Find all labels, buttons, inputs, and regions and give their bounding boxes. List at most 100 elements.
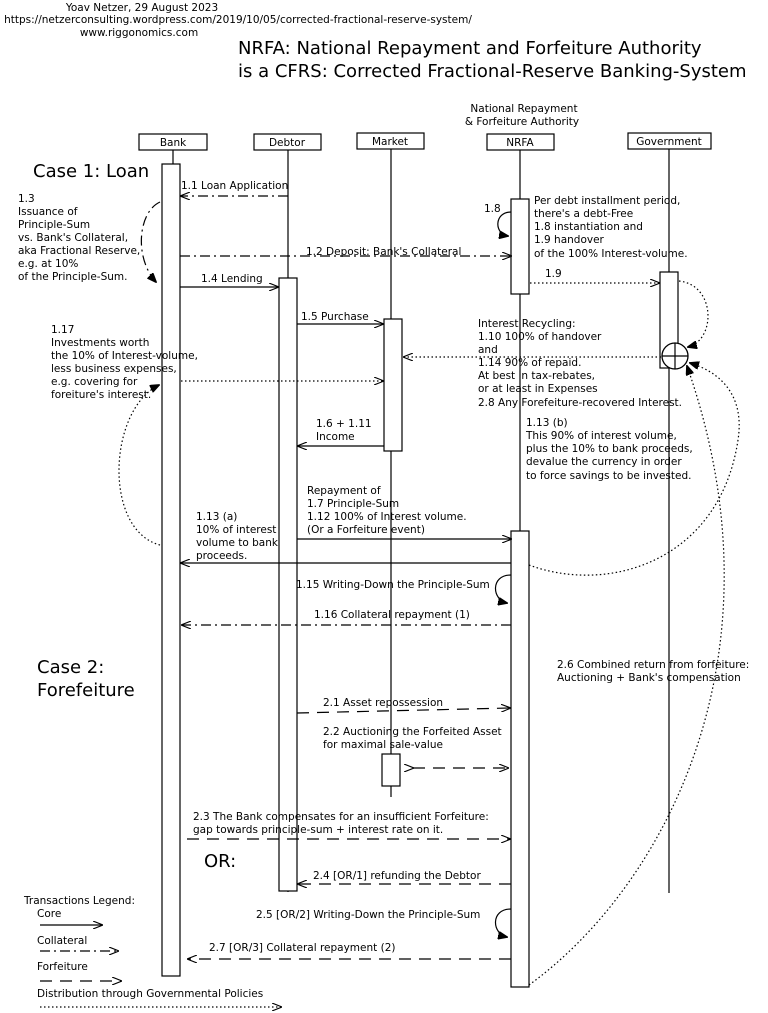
- note-2-6-line: 2.6 Combined return from forfeiture:: [557, 659, 749, 671]
- note-interest-recycling-line: Interest Recycling:: [478, 318, 576, 330]
- actor-government-label: Government: [636, 136, 701, 148]
- note-repayment-line: (Or a Forfeiture event): [307, 524, 425, 536]
- note-1-13a-line: 10% of interest: [196, 524, 276, 536]
- note-1-13a: 1.13 (a) 10% of interest volume to bank …: [196, 511, 279, 562]
- activation-debtor: [278, 277, 298, 892]
- nrfa-caption-line-1: National Repayment: [470, 103, 577, 115]
- msg-1-4: 1.4 Lending: [201, 273, 263, 285]
- arrow-1-13b-curve: [528, 363, 740, 576]
- title-line-1: NRFA: National Repayment and Forfeiture …: [238, 38, 702, 59]
- title-line-2: is a CFRS: Corrected Fractional-Reserve …: [238, 61, 747, 82]
- activation-nrfa-1: [510, 198, 530, 295]
- note-1-17-line: the 10% of Interest-volume,: [51, 350, 198, 362]
- note-interest-recycling-line: 2.8 Any Forefeiture-recovered Interest.: [478, 397, 682, 409]
- note-1-17-line: e.g. covering for: [51, 376, 138, 388]
- legend-core-label: Core: [37, 908, 61, 920]
- msg-1-15: 1.15 Writing-Down the Principle-Sum: [296, 579, 490, 591]
- site-line: www.riggonomics.com: [80, 27, 198, 39]
- activation-market-2: [381, 753, 401, 787]
- note-1-13b-line: devalue the currency in order: [526, 456, 682, 468]
- note-repayment-line: 1.7 Principle-Sum: [307, 498, 399, 510]
- or-label: OR:: [204, 851, 236, 872]
- arrow-2-6-curve: [528, 366, 725, 986]
- note-interest-recycling: Interest Recycling: 1.10 100% of handove…: [478, 318, 682, 409]
- actor-nrfa-label: NRFA: [506, 137, 534, 149]
- legend-distribution-label: Distribution through Governmental Polici…: [37, 988, 263, 1000]
- note-1-3-line: e.g. at 10%: [18, 258, 78, 270]
- note-1-13b: 1.13 (b) This 90% of interest volume, pl…: [525, 417, 693, 482]
- msg-2-7: 2.7 [OR/3] Collateral repayment (2): [209, 942, 395, 954]
- note-1-13b-line: plus the 10% to bank proceeds,: [526, 443, 693, 455]
- note-1-3-line: vs. Bank's Collateral,: [18, 232, 128, 244]
- msg-1-9: 1.9: [545, 268, 562, 280]
- arrow-government-loop: [678, 280, 709, 347]
- actor-nrfa: NRFA: [486, 133, 555, 151]
- nrfa-caption-line-2: & Forfeiture Authority: [465, 116, 579, 128]
- note-1-13b-line: This 90% of interest volume,: [525, 430, 677, 442]
- msg-1-16: 1.16 Collateral repayment (1): [314, 609, 470, 621]
- note-1-13b-line: to force savings to be invested.: [526, 470, 691, 482]
- msg-1-2: 1.2 Deposit: Bank's Collateral: [306, 246, 461, 258]
- note-1-3: 1.3 Issuance of Principle-Sum vs. Bank's…: [18, 193, 140, 283]
- note-debt-period-line: 1.8 instantiation and: [534, 221, 643, 233]
- note-debt-period-line: there's a debt-Free: [534, 208, 633, 220]
- legend-forfeiture-label: Forfeiture: [37, 961, 88, 973]
- note-2-6: 2.6 Combined return from forfeiture: Auc…: [557, 659, 749, 684]
- note-interest-recycling-line: At best in tax-rebates,: [478, 370, 595, 382]
- note-1-17-line: Investments worth: [51, 337, 149, 349]
- note-repayment-line: 1.12 100% of Interest volume.: [307, 511, 467, 523]
- note-1-17-line: foreiture's interest.: [51, 389, 151, 401]
- msg-1-6: 1.6 + 1.11: [316, 418, 372, 430]
- msg-1-6-income: Income: [316, 431, 355, 443]
- note-2-6-line: Auctioning + Bank's compensation: [557, 672, 741, 684]
- note-1-17: 1.17 Investments worth the 10% of Intere…: [51, 324, 198, 401]
- msg-1-8: 1.8: [484, 203, 501, 215]
- note-1-3-line: aka Fractional Reserve,: [18, 245, 140, 257]
- msg-2-3-line-1: 2.3 The Bank compensates for an insuffic…: [193, 811, 489, 823]
- note-repayment: Repayment of 1.7 Principle-Sum 1.12 100%…: [307, 485, 467, 536]
- actor-market-label: Market: [372, 136, 408, 148]
- note-1-3-line: 1.3: [18, 193, 35, 205]
- note-1-13a-line: volume to bank: [196, 537, 279, 549]
- msg-2-4: 2.4 [OR/1] refunding the Debtor: [313, 870, 481, 882]
- legend-title: Transactions Legend:: [23, 895, 135, 907]
- case2-label-line-1: Case 2:: [37, 657, 104, 678]
- note-1-17-line: less business expenses,: [51, 363, 177, 375]
- arrow-1-15-loop: [494, 574, 512, 603]
- note-1-3-line: Principle-Sum: [18, 219, 90, 231]
- author-line: Yoav Netzer, 29 August 2023: [65, 2, 218, 14]
- note-debt-period-line: Per debt installment period,: [534, 195, 680, 207]
- case2-label-line-2: Forefeiture: [37, 680, 135, 701]
- arrow-1-8-loop: [497, 211, 512, 236]
- msg-1-5: 1.5 Purchase: [301, 311, 369, 323]
- activation-market-1: [383, 318, 403, 452]
- note-debt-period: Per debt installment period, there's a d…: [534, 195, 688, 260]
- msg-2-2-line-1: 2.2 Auctioning the Forfeited Asset: [323, 726, 502, 738]
- msg-2-5: 2.5 [OR/2] Writing-Down the Principle-Su…: [256, 909, 480, 921]
- activation-bank: [161, 163, 181, 977]
- legend-collateral-label: Collateral: [37, 935, 87, 947]
- actor-bank-label: Bank: [160, 137, 187, 149]
- url-line: https://netzerconsulting.wordpress.com/2…: [4, 14, 472, 26]
- actor-debtor-label: Debtor: [269, 137, 306, 149]
- actor-government: Government: [627, 132, 712, 150]
- msg-2-2-line-2: for maximal sale-value: [323, 739, 443, 751]
- arrow-1-17-curve: [118, 385, 160, 546]
- note-1-13a-line: proceeds.: [196, 550, 247, 562]
- note-1-13a-line: 1.13 (a): [196, 511, 237, 523]
- msg-2-1: 2.1 Asset repossession: [323, 697, 443, 709]
- note-1-17-line: 1.17: [51, 324, 74, 336]
- note-1-3-line: of the Principle-Sum.: [18, 271, 127, 283]
- note-interest-recycling-line: and: [478, 344, 498, 356]
- note-interest-recycling-line: or at least in Expenses: [478, 383, 598, 395]
- actor-bank: Bank: [138, 133, 208, 151]
- activation-nrfa-2: [510, 530, 530, 988]
- arrow-2-5-loop: [494, 908, 512, 937]
- actor-debtor: Debtor: [253, 133, 322, 151]
- note-interest-recycling-line: 1.10 100% of handover: [478, 331, 602, 343]
- msg-1-1: 1.1 Loan Application: [181, 180, 288, 192]
- transactions-legend: Transactions Legend: Core Collateral For…: [23, 895, 281, 1007]
- note-interest-recycling-line: 1.14 90% of repaid.: [478, 357, 581, 369]
- arrow-1-3-curve: [140, 201, 161, 282]
